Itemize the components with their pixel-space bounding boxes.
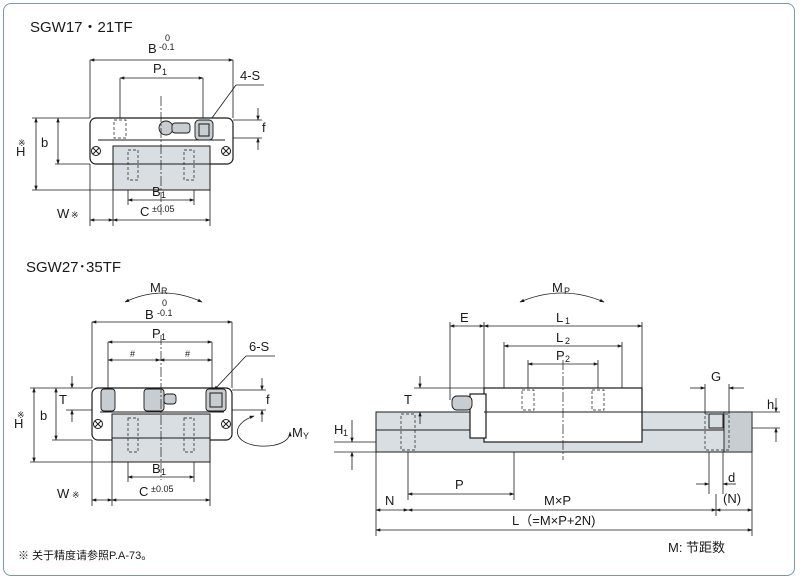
bottom-h-label: H xyxy=(14,416,23,431)
bottom-s-label: 6-S xyxy=(249,339,270,354)
bottom-mr-sub: R xyxy=(161,286,168,296)
side-mp-sub: P xyxy=(564,286,570,296)
side-mxp-label: M×P xyxy=(544,493,571,508)
side-l-total-label: L（=M×P+2N) xyxy=(512,513,595,528)
bottom-f-label: f xyxy=(266,392,270,407)
side-l1-sub: 1 xyxy=(565,316,570,326)
top-b1-label: B xyxy=(152,184,161,199)
bottom-mr-label: M xyxy=(150,280,161,295)
footnote: ※ 关于精度请参照P.A-73。 xyxy=(18,548,152,562)
bottom-b-height-label: b xyxy=(40,408,47,423)
top-p1-sub: 1 xyxy=(162,67,167,77)
side-view: M P E xyxy=(334,280,780,536)
side-g-label: G xyxy=(711,369,721,384)
bottom-b1-sub: 1 xyxy=(161,467,166,477)
bottom-view-title: SGW27･35TF xyxy=(26,259,121,276)
bottom-c-label: C xyxy=(139,484,148,499)
side-h-label: h xyxy=(767,397,774,412)
pitch-legend: M: 节距数 xyxy=(668,540,725,555)
top-h-mark: ※ xyxy=(18,138,26,148)
bottom-b1-label: B xyxy=(152,461,161,476)
side-t-label: T xyxy=(404,392,412,407)
side-e-label: E xyxy=(460,310,469,325)
frame-border xyxy=(3,3,795,576)
bottom-w-mark: ※ xyxy=(72,490,80,500)
top-f-label: f xyxy=(262,120,266,135)
top-b-lower-tol: -0.1 xyxy=(159,42,175,52)
bottom-b-upper-tol: 0 xyxy=(162,298,167,308)
bottom-t-label: T xyxy=(59,392,67,407)
bottom-end-view: SGW27･35TF M R B 0 -0.1 P 1 # # 6-S xyxy=(14,259,309,506)
bottom-b-lower-tol: -0.1 xyxy=(157,308,173,318)
side-h1-sub: 1 xyxy=(343,428,348,438)
side-p2-label: P xyxy=(556,348,565,363)
top-h-label: H xyxy=(16,144,25,159)
top-b1-sub: 1 xyxy=(161,190,166,200)
side-h1-label: H xyxy=(334,422,343,437)
top-view-title: SGW17・21TF xyxy=(30,19,133,36)
bottom-h-mark: ※ xyxy=(17,410,25,420)
bottom-hash-right: # xyxy=(185,349,190,359)
top-w-label: W xyxy=(57,206,70,221)
top-c-tol: ±0.05 xyxy=(152,204,174,214)
top-w-mark: ※ xyxy=(71,210,79,220)
bottom-p1-sub: 1 xyxy=(161,332,166,342)
top-s-label: 4-S xyxy=(240,68,261,83)
bottom-hash-left: # xyxy=(130,349,135,359)
bottom-my-label: M xyxy=(292,425,303,440)
top-p1-label: P xyxy=(153,61,162,76)
bottom-c-tol: ±0.05 xyxy=(151,484,173,494)
bottom-p1-label: P xyxy=(152,326,161,341)
side-p2-sub: 2 xyxy=(565,354,570,364)
side-l2-label: L xyxy=(556,330,563,345)
side-l2-sub: 2 xyxy=(565,336,570,346)
top-end-view: SGW17・21TF B 0 -0.1 P 1 4-S xyxy=(16,19,266,226)
top-b-height-label: b xyxy=(41,135,48,150)
bottom-b-label: B xyxy=(145,307,154,322)
side-d-label: d xyxy=(728,470,735,485)
top-b-label: B xyxy=(148,41,157,56)
side-l1-label: L xyxy=(556,310,563,325)
side-n-label: N xyxy=(385,493,394,508)
side-p-label: P xyxy=(455,477,464,492)
top-c-label: C xyxy=(140,204,149,219)
top-b-upper-tol: 0 xyxy=(165,33,170,43)
bottom-my-sub: Y xyxy=(303,431,309,441)
side-n-paren-label: (N) xyxy=(723,491,741,506)
side-mp-label: M xyxy=(552,280,563,295)
bottom-w-label: W xyxy=(57,486,70,501)
